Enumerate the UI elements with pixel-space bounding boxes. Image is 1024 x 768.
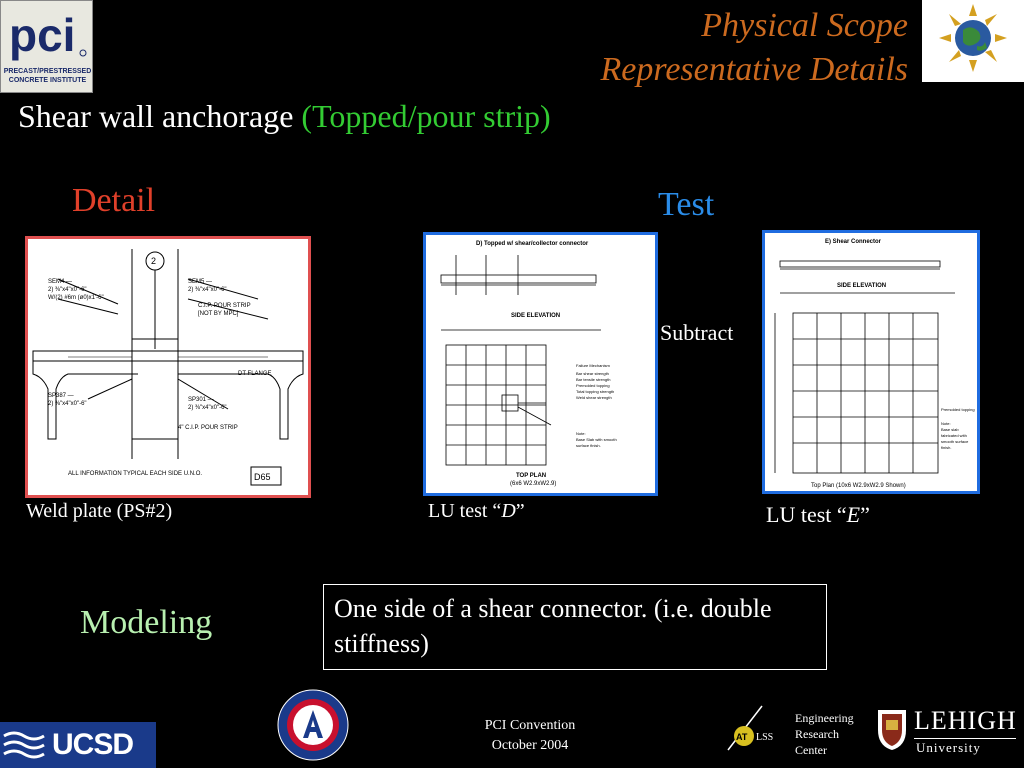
seal-icon xyxy=(277,689,349,761)
test-e-drawing: E) Shear Connector SIDE ELEVATION Top Pl… xyxy=(762,230,980,494)
svg-text:Note:: Note: xyxy=(576,431,586,436)
atlss-icon: AT LSS xyxy=(727,705,773,751)
svg-text:4" C.I.P. POUR STRIP: 4" C.I.P. POUR STRIP xyxy=(178,425,238,431)
svg-text:2) ⅜"x4"x0"-6": 2) ⅜"x4"x0"-6" xyxy=(48,287,87,293)
lu-test-d-letter: D xyxy=(501,500,516,522)
modeling-label: Modeling xyxy=(80,604,213,641)
svg-text:Total topping strength: Total topping strength xyxy=(576,389,614,394)
ucsd-wave-icon xyxy=(3,731,45,759)
svg-text:finish.: finish. xyxy=(941,445,951,450)
svg-text:AT: AT xyxy=(736,732,748,742)
svg-text:SP387 —: SP387 — xyxy=(48,393,74,399)
test-d-title: D) Topped w/ shear/collector connector xyxy=(476,241,589,247)
svg-text:DT FLANGE: DT FLANGE xyxy=(238,371,272,377)
test-e-svg: E) Shear Connector SIDE ELEVATION Top Pl… xyxy=(774,239,975,489)
slide-subtitle: Shear wall anchorage (Topped/pour strip) xyxy=(18,98,551,135)
lehigh-crest-icon xyxy=(878,710,906,750)
weld-plate-caption: Weld plate (PS#2) xyxy=(26,500,173,522)
globe-logo xyxy=(922,0,1024,82)
svg-text:surface finish.: surface finish. xyxy=(576,443,601,448)
test-d-svg: D) Topped w/ shear/collector connector S… xyxy=(440,241,617,487)
subtract-label: Subtract xyxy=(660,320,734,345)
convention-text: PCI Convention October 2004 xyxy=(470,716,590,756)
lu-test-d-prefix: LU test “ xyxy=(428,500,502,522)
svg-text:Weld shear strength: Weld shear strength xyxy=(576,395,612,400)
svg-text:C.I.P. POUR STRIP: C.I.P. POUR STRIP xyxy=(198,303,251,309)
test-d-plan-label: TOP PLAN xyxy=(516,473,546,479)
lu-test-d-suffix: ” xyxy=(515,500,525,522)
svg-text:2) ⅜"x4"x0"-6": 2) ⅜"x4"x0"-6" xyxy=(188,405,227,411)
test-d-drawing: D) Topped w/ shear/collector connector S… xyxy=(423,232,658,496)
slide-title: Physical Scope Representative Details xyxy=(601,4,908,92)
detail-note: ALL INFORMATION TYPICAL EACH SIDE U.N.O. xyxy=(68,471,202,477)
test-label: Test xyxy=(658,186,715,223)
detail-tag: D65 xyxy=(254,472,271,482)
test-d-side-label: SIDE ELEVATION xyxy=(511,313,560,319)
convention-line-2: October 2004 xyxy=(491,738,569,753)
svg-text:LSS: LSS xyxy=(756,732,773,743)
pci-logo: pci PRECAST/PRESTRESSED CONCRETE INSTITU… xyxy=(0,0,93,93)
erc-text: Engineering Research Center xyxy=(795,710,854,758)
subtitle-highlight: (Topped/pour strip) xyxy=(301,98,551,134)
test-e-plan-label: Top Plan (10x6 W2.9xW2.9 Shown) xyxy=(811,483,906,489)
svg-text:Base Slab with smooth: Base Slab with smooth xyxy=(576,437,617,442)
ucsd-logo: UCSD xyxy=(0,722,156,768)
convention-line-1: PCI Convention xyxy=(484,718,576,733)
svg-text:2) ⅜"x4"x0"-6": 2) ⅜"x4"x0"-6" xyxy=(48,401,87,407)
pci-logo-subtext: PRECAST/PRESTRESSED CONCRETE INSTITUTE xyxy=(3,68,92,84)
erc-line-2: Research xyxy=(795,727,839,741)
svg-text:Base slab: Base slab xyxy=(941,427,959,432)
test-e-side-label: SIDE ELEVATION xyxy=(837,283,886,289)
title-line-2: Representative Details xyxy=(600,51,908,88)
erc-line-3: Center xyxy=(795,743,827,757)
test-e-title: E) Shear Connector xyxy=(825,239,882,245)
lehigh-divider xyxy=(914,738,1016,739)
lehigh-logo: LEHIGH University xyxy=(876,706,1018,760)
svg-text:2) ⅜"x4"x0"-6": 2) ⅜"x4"x0"-6" xyxy=(188,287,227,293)
svg-text:[NOT BY MPC]: [NOT BY MPC] xyxy=(198,311,239,317)
lu-test-e-letter: E xyxy=(846,502,861,527)
globe-icon xyxy=(939,4,1007,72)
lu-test-e-suffix: ” xyxy=(860,502,870,527)
svg-text:Bar shear strength: Bar shear strength xyxy=(576,371,609,376)
modeling-textbox: One side of a shear connector. (i.e. dou… xyxy=(323,584,827,670)
svg-text:SEM4 —: SEM4 — xyxy=(48,279,72,285)
svg-text:Note:: Note: xyxy=(941,421,951,426)
test-d-plan-sub: (6x6 W2.9xW2.9) xyxy=(510,481,556,487)
pci-logo-mark: pci xyxy=(5,5,89,65)
atlss-logo: AT LSS xyxy=(724,704,788,754)
svg-text:Premolded topping: Premolded topping xyxy=(941,407,975,412)
svg-text:SP301 —: SP301 — xyxy=(188,397,214,403)
detail-drawing: 2 SEM4 — 2) ⅜"x4"x0"-6" W/(2) #6m (ø0)x1… xyxy=(25,236,311,498)
svg-text:smooth surface: smooth surface xyxy=(941,439,969,444)
erc-line-1: Engineering xyxy=(795,711,854,725)
lu-test-e-prefix: LU test “ xyxy=(766,502,847,527)
subtitle-main: Shear wall anchorage xyxy=(18,98,294,134)
svg-text:SEM5 —: SEM5 — xyxy=(188,279,212,285)
lu-test-e-caption: LU test “E” xyxy=(766,502,870,528)
lehigh-name: LEHIGH xyxy=(914,706,1017,735)
title-line-1: Physical Scope xyxy=(701,7,908,44)
svg-text:W/(2) #6m (ø0)x1'-6": W/(2) #6m (ø0)x1'-6" xyxy=(48,295,104,301)
weld-plate-detail-svg: 2 SEM4 — 2) ⅜"x4"x0"-6" W/(2) #6m (ø0)x1… xyxy=(32,249,304,486)
lehigh-university: University xyxy=(916,740,981,755)
detail-marker: 2 xyxy=(151,256,156,266)
lu-test-d-caption: LU test “D” xyxy=(428,500,525,523)
ucsd-text: UCSD xyxy=(52,728,134,761)
detail-label: Detail xyxy=(72,182,156,219)
pci-logo-letters: pci xyxy=(9,9,75,61)
civil-engineering-seal xyxy=(276,688,350,762)
svg-text:Premolded topping: Premolded topping xyxy=(576,383,610,388)
svg-text:fabricated with: fabricated with xyxy=(941,433,967,438)
svg-text:Bar tensile strength: Bar tensile strength xyxy=(576,377,610,382)
svg-text:Failure Mechanism: Failure Mechanism xyxy=(576,363,610,368)
